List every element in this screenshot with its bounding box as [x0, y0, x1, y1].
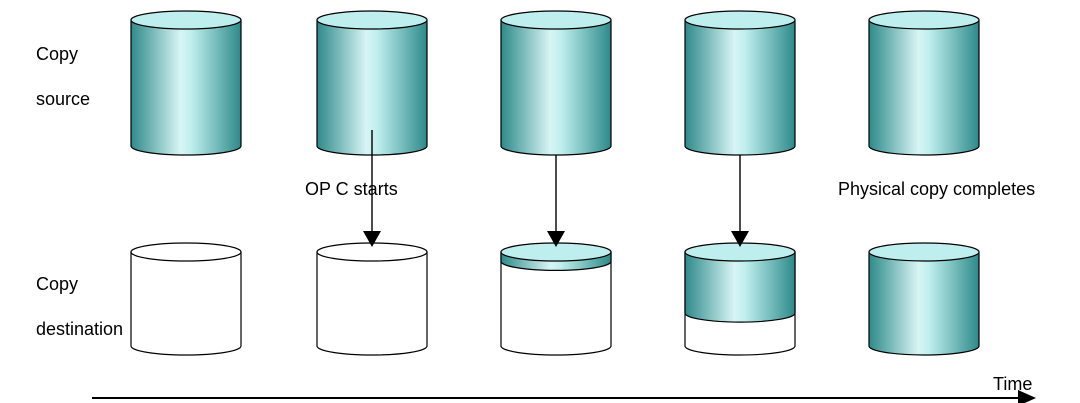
- copy-source-label-line1: Copy: [36, 44, 78, 64]
- destination-cylinder-4: [684, 242, 796, 356]
- destination-cylinder-4-fill: [684, 251, 796, 323]
- copy-source-label-line2: source: [36, 89, 90, 109]
- source-cylinder-4-top: [684, 10, 796, 30]
- time-label: Time: [993, 374, 1032, 394]
- source-cylinder-2-top: [316, 10, 428, 30]
- copy-destination-label-line2: destination: [36, 319, 123, 339]
- copy-arrow-head-3: [547, 231, 565, 247]
- source-cylinder-1: [130, 10, 242, 156]
- destination-cylinder-5-top: [868, 242, 980, 262]
- copy-arrow-head-2: [363, 231, 381, 247]
- destination-cylinder-1-body: [130, 251, 242, 356]
- source-cylinder-3-top: [500, 10, 612, 30]
- source-cylinder-1-body: [130, 19, 242, 156]
- opc-starts-label: OP C starts: [305, 179, 398, 199]
- source-cylinder-3: [500, 10, 612, 156]
- time-axis-arrowhead: [1018, 390, 1036, 403]
- destination-cylinder-2: [316, 242, 428, 356]
- cylinder-group: [130, 10, 980, 356]
- destination-cylinder-3: [500, 242, 612, 356]
- destination-cylinder-3-body: [500, 251, 612, 356]
- copy-destination-label-line1: Copy: [36, 274, 78, 294]
- copy-arrow-head-4: [731, 231, 749, 247]
- source-cylinder-2-body: [316, 19, 428, 156]
- destination-cylinder-2-body: [316, 251, 428, 356]
- arrow-group: [363, 130, 749, 247]
- source-cylinder-2: [316, 10, 428, 156]
- source-cylinder-3-body: [500, 19, 612, 156]
- source-cylinder-4: [684, 10, 796, 156]
- physical-copy-completes-label: Physical copy completes: [838, 179, 1035, 199]
- destination-cylinder-1-top: [130, 242, 242, 262]
- source-cylinder-5-body: [868, 19, 980, 156]
- source-cylinder-5: [868, 10, 980, 156]
- destination-cylinder-5: [868, 242, 980, 356]
- source-cylinder-5-top: [868, 10, 980, 30]
- destination-cylinder-5-body: [868, 251, 980, 356]
- source-cylinder-4-body: [684, 19, 796, 156]
- source-cylinder-1-top: [130, 10, 242, 30]
- destination-cylinder-1: [130, 242, 242, 356]
